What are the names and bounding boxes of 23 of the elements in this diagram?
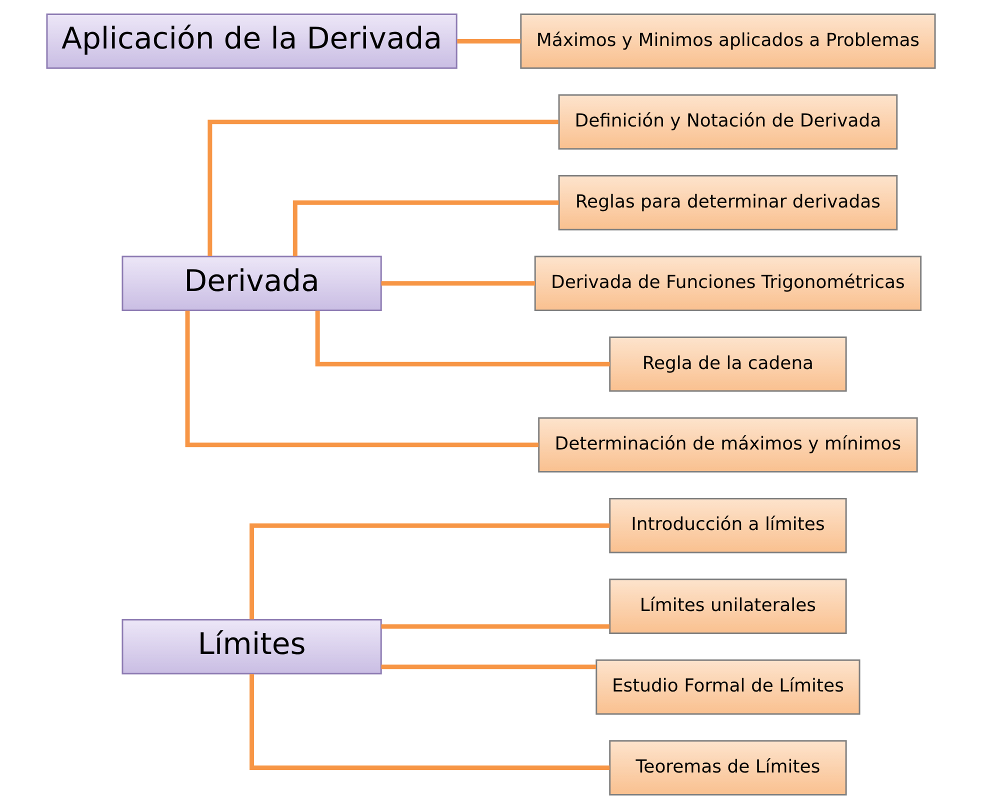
connector [381,281,536,286]
connector [250,674,610,770]
node-box: Definición y Notación de Derivada [558,94,898,150]
node-box: Teoremas de Límites [609,740,847,796]
connector [381,624,610,629]
node-box: Límites [122,619,382,674]
connector [381,664,596,670]
node-box: Máximos y Minimos aplicados a Problemas [520,14,936,69]
node-box: Límites unilaterales [609,578,847,634]
node-box: Determinación de máximos y mínimos [538,417,918,473]
node-box: Introducción a límites [609,498,847,554]
node-box: Reglas para determinar derivadas [558,175,898,230]
node-box: Derivada [122,256,382,312]
connector [185,310,539,448]
node-box: Estudio Formal de Límites [596,659,860,715]
connector [315,310,610,366]
node-box: Aplicación de la Derivada [46,14,458,69]
connector [208,120,558,256]
connector [292,200,559,256]
node-box: Derivada de Funciones Trigonométricas [534,256,922,312]
connector [250,523,610,620]
node-box: Regla de la cadena [609,336,847,392]
connector [457,38,521,44]
